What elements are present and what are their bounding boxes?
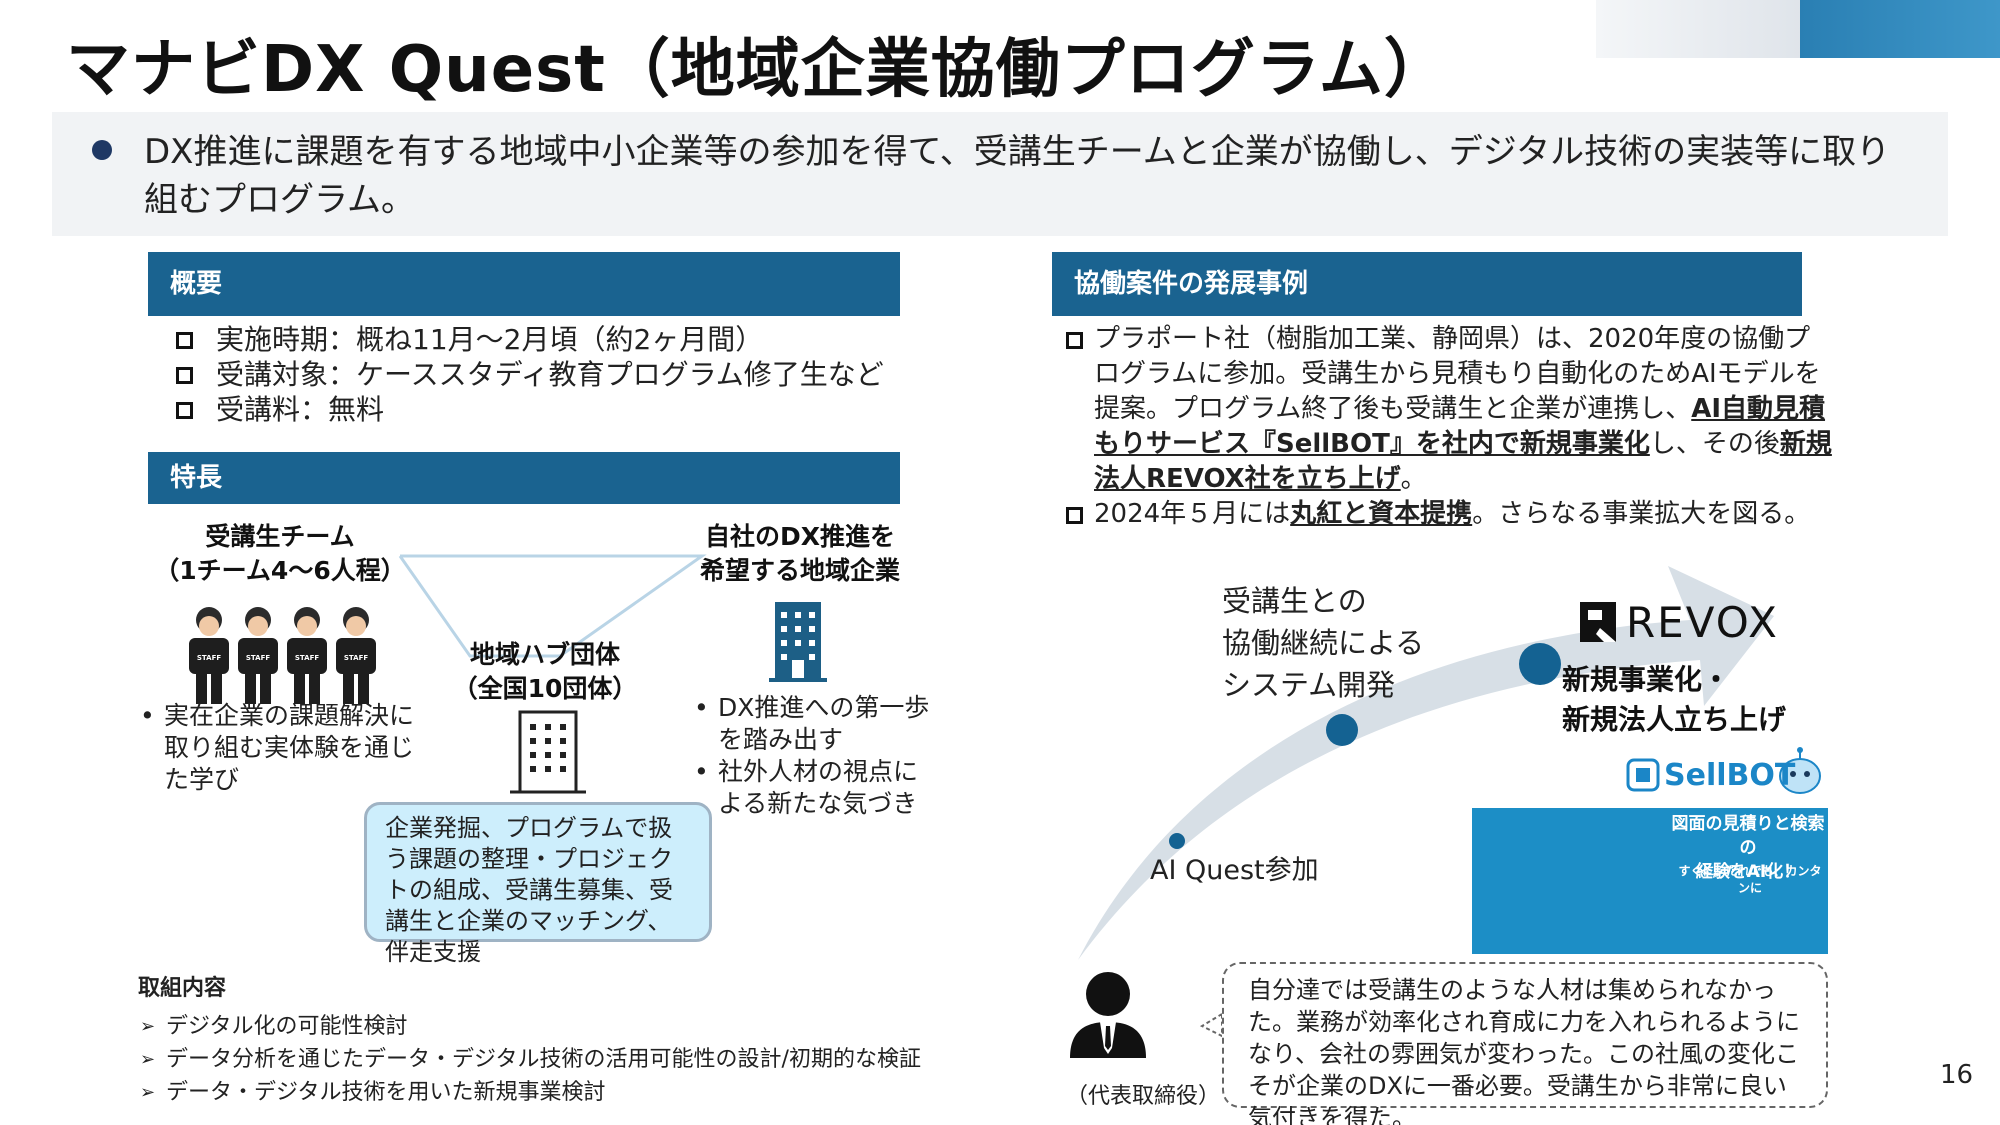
summary-bullet-icon: [92, 140, 112, 160]
cases-list: プラポート社（樹脂加工業、静岡県）は、2020年度の協働プログラムに参加。受講生…: [1066, 322, 1836, 532]
sellbot-logo: SellBOT: [1664, 758, 1796, 793]
hub-building-icon: [510, 710, 586, 794]
hub-role-box: 企業発掘、プログラムで扱う課題の整理・プロジェクトの組成、受講生募集、受講生と企…: [364, 802, 712, 966]
company-building-icon: [769, 602, 827, 682]
revox-logo-mark: [1580, 602, 1616, 642]
stage-new-business: 新規事業化・ 新規法人立ち上げ: [1562, 663, 1787, 736]
page-number: 16: [1940, 1060, 1974, 1090]
regional-company-label: 自社のDX推進を 希望する地域企業: [699, 522, 900, 585]
svg-text:STAFF: STAFF: [344, 654, 368, 662]
summary-text: DX推進に課題を有する地域中小企業等の参加を得て、受講生チームと企業が協働し、デ…: [144, 132, 1891, 220]
square-bullet-icon: [176, 402, 193, 419]
header-decoration-light: [1596, 0, 1802, 58]
features-heading: 特長: [148, 452, 900, 504]
timeline-dot-1: [1169, 833, 1185, 849]
hub-organization-label: 地域ハブ団体 （全国10団体）: [452, 640, 638, 703]
svg-text:STAFF: STAFF: [246, 654, 270, 662]
cases-heading: 協働案件の発展事例: [1052, 252, 1802, 316]
square-bullet-icon: [176, 367, 193, 384]
company-benefits: DX推進への第一歩を踏み出す 社外人材の視点による新たな気づき: [690, 692, 940, 820]
arrow-bullet-icon: ➢: [140, 1082, 156, 1103]
revox-logo: REVOX: [1626, 598, 1779, 647]
overview-item: 受講料：無料: [172, 392, 912, 427]
case-item: 2024年５月には丸紅と資本提携。さらなる事業拡大を図る。: [1066, 497, 1836, 532]
svg-text:STAFF: STAFF: [295, 654, 319, 662]
list-item: 実在企業の課題解決に取り組む実体験を通じた学び: [136, 700, 436, 796]
overview-item: 実施時期：概ね11月～2月頃（約2ヶ月間）: [172, 322, 912, 357]
ceo-quote-bubble: 自分達では受講生のような人材は集められなかった。業務が効率化され育成に力を入れら…: [1222, 962, 1828, 1125]
student-team-label: 受講生チーム （1チーム4～6人程）: [154, 522, 406, 585]
summary-band: [52, 112, 1948, 236]
list-item: ➢デジタル化の可能性検討: [138, 1010, 958, 1043]
timeline-dot-2: [1326, 714, 1358, 746]
list-item: DX推進への第一歩を踏み出す: [690, 692, 940, 756]
arrow-bullet-icon: ➢: [140, 1016, 156, 1037]
list-item: ➢データ分析を通じたデータ・デジタル技術の活用可能性の設計/初期的な検証: [138, 1043, 958, 1076]
student-team-people-icon: STAFF STAFF STAFF STAFF: [189, 607, 376, 704]
sellbot-promo-image: [1472, 808, 1828, 954]
ceo-person-icon: [1070, 972, 1146, 1058]
quote-pointer: [1199, 1012, 1223, 1038]
stage-ai-quest: AI Quest参加: [1150, 855, 1319, 886]
arrow-bullet-icon: ➢: [140, 1049, 156, 1070]
page-title: マナビDX Quest（地域企業協働プログラム）: [66, 33, 1449, 107]
timeline-dot-3: [1519, 643, 1561, 685]
sellbot-screenshot: [1480, 818, 1664, 946]
case-item: プラポート社（樹脂加工業、静岡県）は、2020年度の協働プログラムに参加。受講生…: [1066, 322, 1836, 497]
promo-heading: 図面の見積りと検索の 経験をAI化！: [1671, 814, 1825, 882]
ceo-label: （代表取締役）: [1066, 1084, 1221, 1109]
list-item: 社外人材の視点による新たな気づき: [690, 756, 940, 820]
overview-item: 受講対象：ケーススタディ教育プログラム修了生など: [172, 357, 912, 392]
activities-list: ➢デジタル化の可能性検討 ➢データ分析を通じたデータ・デジタル技術の活用可能性の…: [138, 1010, 958, 1109]
list-item: ➢データ・デジタル技術を用いた新規事業検討: [138, 1076, 958, 1109]
svg-text:STAFF: STAFF: [197, 654, 221, 662]
stage-system-development: 受講生との 協働継続による システム開発: [1222, 584, 1425, 702]
overview-list: 実施時期：概ね11月～2月頃（約2ヶ月間） 受講対象：ケーススタディ教育プログラ…: [172, 322, 912, 427]
activities-title: 取組内容: [138, 976, 227, 1001]
square-bullet-icon: [1066, 507, 1083, 524]
square-bullet-icon: [1066, 332, 1083, 349]
promo-subheading: すぐに、だれでも、カンタンに: [1678, 864, 1822, 895]
student-team-benefits: 実在企業の課題解決に取り組む実体験を通じた学び: [136, 700, 436, 796]
overview-heading: 概要: [148, 252, 900, 316]
square-bullet-icon: [176, 332, 193, 349]
header-decoration-blue: [1800, 0, 2000, 58]
sellbot-logo-mark: [1626, 758, 1660, 792]
